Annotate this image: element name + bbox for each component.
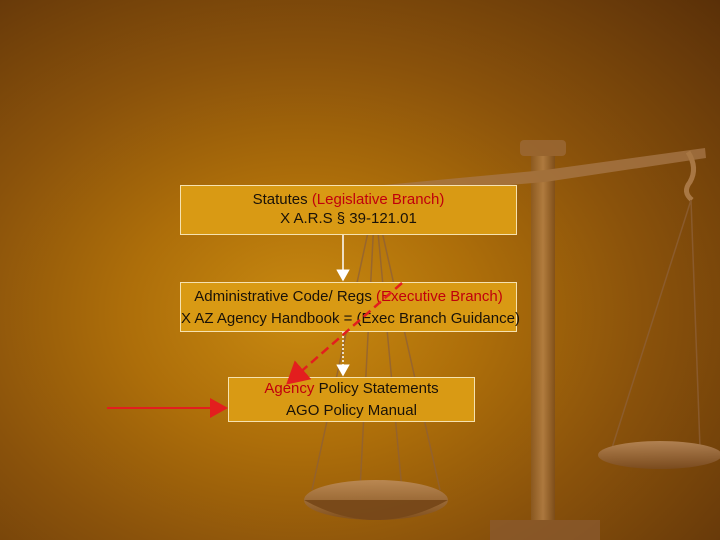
statutes-label: Statutes (252, 191, 312, 208)
agency-policy-box: Agency Policy Statements AGO Policy Manu… (228, 377, 475, 422)
ago-policy-manual: AGO Policy Manual (286, 402, 417, 419)
agency-handbook-text: X AZ Agency Handbook = (Exec Branch Guid… (181, 310, 520, 327)
scale-pan-right (598, 441, 720, 469)
scale-finial (520, 140, 566, 156)
policy-statements-label: Policy Statements (314, 380, 439, 397)
statutes-box: Statutes (Legislative Branch) X A.R.S § … (180, 185, 517, 235)
red-dashed-arrow (286, 282, 403, 385)
executive-branch-label: (Executive Branch) (376, 288, 503, 305)
legislative-branch-label: (Legislative Branch) (311, 191, 445, 208)
administrative-code-heading: Administrative Code/ Regs (Executive Bra… (181, 288, 516, 306)
scale-pillar (531, 150, 555, 540)
administrative-code-box: Administrative Code/ Regs (Executive Bra… (180, 282, 520, 332)
administrative-code-label: Administrative Code/ Regs (194, 288, 377, 305)
ars-citation: X A.R.S § 39-121.01 (280, 210, 417, 227)
scale-base (490, 520, 600, 540)
statutes-heading: Statutes (Legislative Branch) (181, 191, 516, 209)
